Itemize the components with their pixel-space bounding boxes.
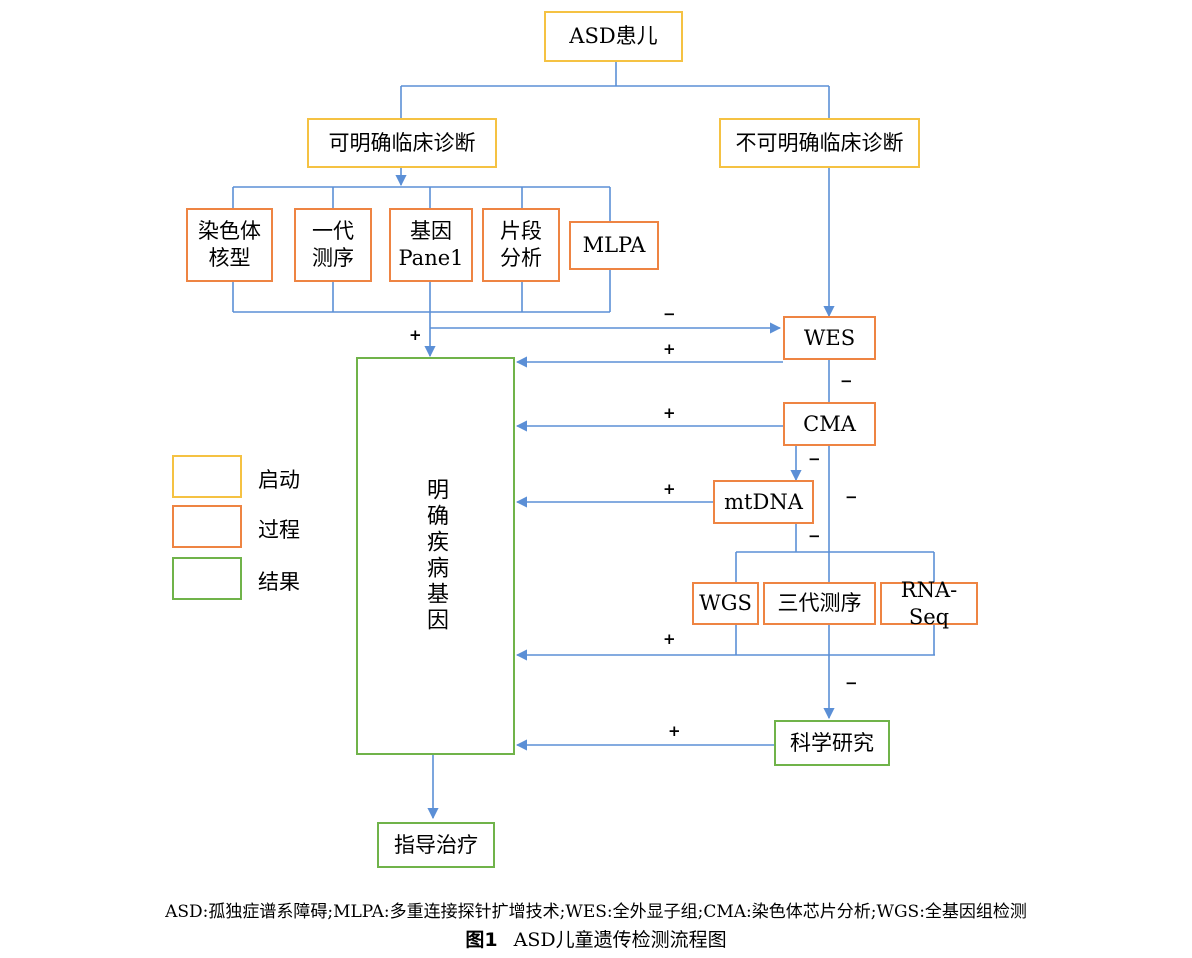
- node-asd-patient-label: ASD患儿: [569, 24, 658, 48]
- node-third-gen-sequencing-label: 三代测序: [777, 591, 862, 615]
- node-rna-seq-label: RNA-Seq: [900, 577, 958, 629]
- node-mlpa-label: MLPA: [582, 233, 646, 257]
- plus-sign: +: [668, 722, 681, 740]
- node-mtdna: mtDNA: [713, 480, 814, 524]
- plus-sign: +: [409, 326, 422, 344]
- node-rna-seq: RNA-Seq: [880, 578, 978, 629]
- legend-result-label: 结果: [258, 570, 300, 594]
- node-clear-diagnosis: 可明确临床诊断: [307, 118, 497, 168]
- legend-start-swatch: [172, 455, 242, 498]
- node-fragment-analysis: 片段分析: [482, 208, 560, 282]
- plus-sign: +: [663, 630, 676, 648]
- node-wgs-label: WGS: [699, 591, 752, 615]
- plus-sign: +: [663, 480, 676, 498]
- minus-sign: −: [845, 674, 858, 692]
- node-clear-diagnosis-label: 可明确临床诊断: [328, 130, 476, 155]
- node-unclear-diagnosis: 不可明确临床诊断: [719, 118, 920, 168]
- node-gene-panel-label: 基因Pane1: [398, 219, 464, 270]
- figure-number: 图1: [465, 929, 498, 951]
- node-gene-panel: 基因Pane1: [389, 208, 473, 282]
- minus-sign: −: [808, 450, 821, 468]
- node-disease-gene: 明确疾病基因: [356, 357, 515, 755]
- node-disease-gene-label: 明确疾病基因: [423, 478, 448, 634]
- legend-result-swatch: [172, 557, 242, 600]
- node-karyotype: 染色体核型: [186, 208, 273, 282]
- node-treatment-label: 指导治疗: [394, 832, 478, 857]
- node-unclear-diagnosis-label: 不可明确临床诊断: [735, 130, 904, 155]
- plus-sign: +: [663, 340, 676, 358]
- node-sanger-sequencing-label: 一代测序: [312, 219, 354, 270]
- node-mtdna-label: mtDNA: [724, 489, 803, 514]
- minus-sign: −: [663, 305, 676, 323]
- plus-sign: +: [663, 404, 676, 422]
- legend-start-label: 启动: [258, 468, 300, 492]
- node-wes: WES: [783, 316, 876, 360]
- node-mlpa: MLPA: [569, 221, 659, 270]
- node-research: 科学研究: [774, 720, 890, 766]
- node-research-label: 科学研究: [790, 730, 874, 755]
- minus-sign: −: [840, 372, 853, 390]
- node-sanger-sequencing: 一代测序: [294, 208, 372, 282]
- node-asd-patient: ASD患儿: [544, 11, 683, 62]
- minus-sign: −: [845, 488, 858, 506]
- node-wgs: WGS: [692, 582, 759, 625]
- minus-sign: −: [808, 527, 821, 545]
- node-karyotype-label: 染色体核型: [198, 219, 261, 270]
- node-cma: CMA: [783, 402, 876, 446]
- legend-process-swatch: [172, 505, 242, 548]
- node-fragment-analysis-label: 片段分析: [500, 219, 542, 270]
- legend-process-label: 过程: [258, 518, 300, 542]
- figure-title: ASD儿童遗传检测流程图: [513, 929, 727, 951]
- footnote: ASD:孤独症谱系障碍;MLPA:多重连接探针扩增技术;WES:全外显子组;CM…: [165, 902, 1027, 922]
- node-cma-label: CMA: [803, 411, 856, 436]
- node-treatment: 指导治疗: [377, 822, 495, 868]
- node-wes-label: WES: [803, 325, 856, 350]
- figure-caption: 图1 ASD儿童遗传检测流程图: [0, 925, 1192, 952]
- node-third-gen-sequencing: 三代测序: [763, 582, 876, 625]
